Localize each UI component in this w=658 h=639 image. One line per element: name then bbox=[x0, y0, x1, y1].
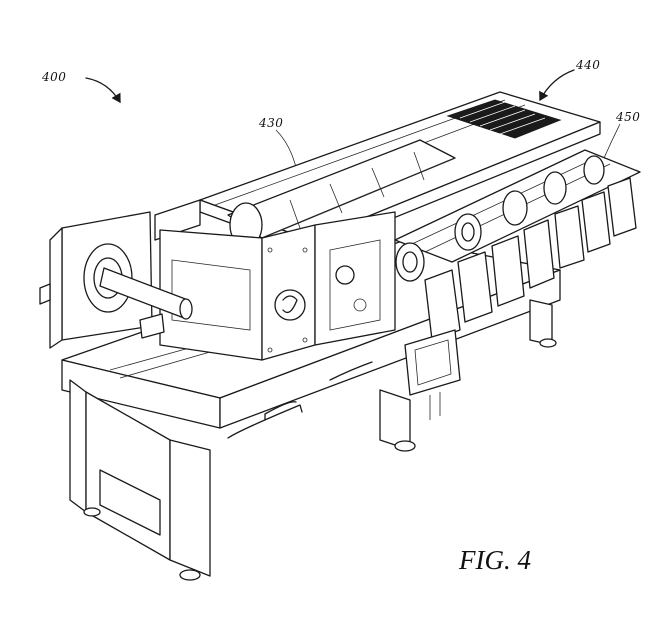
leader-440 bbox=[539, 69, 575, 102]
unwind-shaft bbox=[39, 211, 193, 349]
ref-label-450: 450 bbox=[616, 110, 641, 124]
leader-400 bbox=[85, 77, 121, 104]
figure-caption: FIG. 4 bbox=[459, 545, 531, 575]
leader-450 bbox=[603, 123, 621, 159]
ref-label-440: 440 bbox=[576, 58, 601, 72]
roller-drums bbox=[227, 139, 456, 248]
ref-label-400: 400 bbox=[42, 70, 67, 84]
ref-label-430: 430 bbox=[259, 116, 284, 130]
print-heads bbox=[394, 149, 641, 420]
side-plates bbox=[154, 199, 396, 361]
